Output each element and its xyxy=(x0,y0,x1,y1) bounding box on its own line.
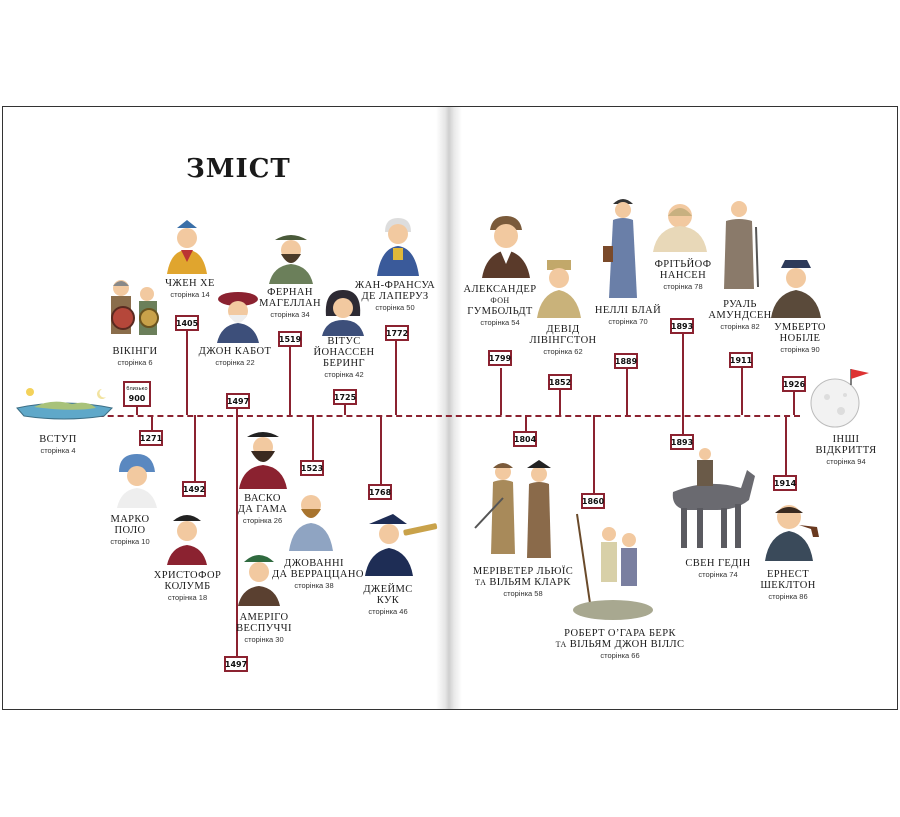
entry-bering[interactable]: ВІТУС ЙОНАССЕН БЕРИНГ сторінка 42 xyxy=(313,336,375,379)
entry-page: сторінка 4 xyxy=(40,446,76,455)
year-box-zheng-he: 1405 xyxy=(175,315,199,331)
connector-zheng-he xyxy=(186,330,188,415)
year-box-magellan: 1519 xyxy=(278,331,302,347)
burke-wills-illustration xyxy=(573,513,653,620)
entry-shackleton[interactable]: ЕРНЕСТ ШЕКЛТОН сторінка 86 xyxy=(760,569,816,601)
entry-amundsen[interactable]: РУАЛЬ АМУНДСЕН сторінка 82 xyxy=(708,299,772,331)
year-box-verrazzano: 1523 xyxy=(300,460,324,476)
year-box-amundsen: 1911 xyxy=(729,352,753,368)
entry-sven-hedin[interactable]: СВЕН ГЕДІН сторінка 74 xyxy=(685,558,751,579)
entry-livingstone[interactable]: ДЕВІД ЛІВІНГСТОН сторінка 62 xyxy=(529,324,597,356)
entry-vasco-da-gama[interactable]: ВАСКО ДА ГАМА сторінка 26 xyxy=(237,493,288,525)
zheng-he-portrait xyxy=(167,220,207,274)
shackleton-portrait xyxy=(765,505,819,561)
nellie-bly-illustration xyxy=(603,199,637,298)
year-box-bly: 1889 xyxy=(614,353,638,369)
entry-columbus[interactable]: ХРИСТОФОР КОЛУМБ сторінка 18 xyxy=(153,570,222,602)
entry-nellie-bly[interactable]: НЕЛЛІ БЛАЙ сторінка 70 xyxy=(594,305,662,326)
entry-verrazzano[interactable]: ДЖОВАННІ ДА ВЕРРАЦЦАНО сторінка 38 xyxy=(272,558,364,590)
year-box-lewis-clark: 1804 xyxy=(513,431,537,447)
page-title: ЗМІСТ xyxy=(186,154,291,184)
year-box-cabot: 1497 xyxy=(226,393,250,409)
connector-da-gama-vespucci xyxy=(236,408,238,656)
year-box-columbus: 1492 xyxy=(182,481,206,497)
connector-humboldt xyxy=(500,368,502,415)
sven-hedin-illustration xyxy=(672,448,755,548)
entry-intro[interactable]: ВСТУП сторінка 4 xyxy=(18,434,98,456)
year-box-marco-polo: 1271 xyxy=(139,430,163,446)
year-box-humboldt: 1799 xyxy=(488,350,512,366)
humboldt-portrait xyxy=(482,216,530,278)
connector-lewis-clark xyxy=(525,415,527,431)
entry-james-cook[interactable]: ДЖЕЙМС КУК сторінка 46 xyxy=(363,584,413,616)
connector-nansen-hedin xyxy=(682,334,684,436)
year-box-cook: 1768 xyxy=(368,484,392,500)
livingstone-portrait xyxy=(537,260,581,318)
connector-marco-polo xyxy=(151,415,153,430)
entry-other-discoveries[interactable]: ІНШІ ВІДКРИТТЯ сторінка 94 xyxy=(815,434,877,466)
connector-nobile xyxy=(793,392,795,415)
connector-laperouse xyxy=(395,340,397,415)
vespucci-portrait xyxy=(238,555,280,606)
year-box-nobile: 1926 xyxy=(782,376,806,392)
la-perouse-portrait xyxy=(377,218,419,276)
vasco-da-gama-portrait xyxy=(239,432,287,489)
entry-marco-polo[interactable]: МАРКО ПОЛО сторінка 10 xyxy=(110,514,150,546)
year-box-nansen: 1893 xyxy=(670,318,694,334)
entry-la-perouse[interactable]: ЖАН-ФРАНСУА ДЕ ЛАПЕРУЗ сторінка 50 xyxy=(354,280,436,312)
year-box-bering: 1725 xyxy=(333,389,357,405)
entry-magellan[interactable]: ФЕРНАН МАГЕЛЛАН сторінка 34 xyxy=(259,287,321,319)
bering-portrait xyxy=(322,290,364,336)
verrazzano-portrait xyxy=(289,495,333,551)
flat-earth-illustration xyxy=(16,388,114,420)
connector-bering xyxy=(344,404,346,415)
connector-magellan xyxy=(289,346,291,415)
moon-flag-illustration xyxy=(810,369,869,428)
nansen-portrait xyxy=(653,204,707,252)
year-box-laperouse: 1772 xyxy=(385,325,409,341)
nobile-portrait xyxy=(771,260,821,318)
james-cook-portrait xyxy=(365,514,438,576)
entry-vikings[interactable]: ВІКІНГИ сторінка 6 xyxy=(112,346,158,367)
year-box-shackleton: 1914 xyxy=(773,475,797,491)
entry-zheng-he[interactable]: ЧЖЕН ХЕ сторінка 14 xyxy=(165,278,215,299)
connector-livingstone xyxy=(559,390,561,415)
amundsen-illustration xyxy=(724,201,759,289)
connector-burke-wills xyxy=(593,415,595,493)
john-cabot-portrait xyxy=(217,292,259,343)
entry-burke-wills[interactable]: РОБЕРТ О’ГАРА БЕРК ТА ВІЛЬЯМ ДЖОН ВІЛЛС … xyxy=(555,628,685,660)
connector-verrazzano xyxy=(312,415,314,460)
connector-shackleton xyxy=(785,415,787,475)
entry-nobile[interactable]: УМБЕРТО НОБІЛЕ сторінка 90 xyxy=(774,322,826,354)
entry-vespucci[interactable]: АМЕРІГО ВЕСПУЧЧІ сторінка 30 xyxy=(236,612,292,644)
entry-name: ВСТУП xyxy=(39,434,77,445)
book-gutter xyxy=(436,107,462,709)
vikings-illustration xyxy=(111,280,159,335)
year-box-burke-wills: 1860 xyxy=(581,493,605,509)
entry-john-cabot[interactable]: ДЖОН КАБОТ сторінка 22 xyxy=(198,346,272,367)
year-box-vespucci: 1497 xyxy=(224,656,248,672)
entry-lewis-clark[interactable]: МЕРІВЕТЕР ЛЬЮЇС ТА ВІЛЬЯМ КЛАРК сторінка… xyxy=(472,566,574,598)
marco-polo-portrait xyxy=(117,454,157,508)
entry-humboldt[interactable]: АЛЕКСАНДЕР ФОН ГУМБОЛЬДТ сторінка 54 xyxy=(463,284,537,327)
magellan-portrait xyxy=(269,235,313,284)
timeline-line xyxy=(48,415,800,417)
year-box-livingstone: 1852 xyxy=(548,374,572,390)
columbus-portrait xyxy=(167,515,207,565)
entry-nansen[interactable]: ФРІТЬЙОФ НАНСЕН сторінка 78 xyxy=(654,259,712,291)
connector-bly xyxy=(626,362,628,415)
connector-amundsen xyxy=(741,362,743,415)
lewis-clark-illustration xyxy=(474,460,551,558)
connector-cook xyxy=(380,415,382,484)
year-box-hedin: 1893 xyxy=(670,434,694,450)
connector-columbus xyxy=(194,415,196,481)
